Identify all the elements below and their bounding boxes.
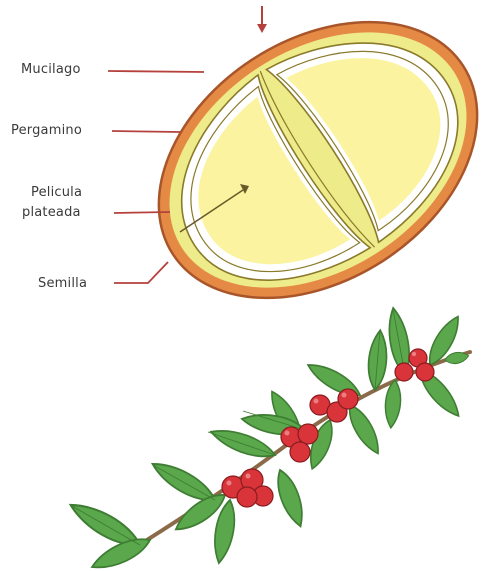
label-semilla: Semilla (38, 276, 87, 291)
label-pelicula-line1: Pelicula (31, 185, 82, 200)
label-pelicula-line2: plateada (22, 205, 81, 220)
top-pointer-arrow (257, 6, 267, 33)
leaves (66, 307, 470, 571)
label-pergamino: Pergamino (11, 123, 82, 138)
coffee-branch-with-cherries-icon (66, 307, 470, 571)
coffee-bean-cross-section-icon (108, 0, 481, 355)
label-mucilago: Mucilago (21, 62, 81, 77)
